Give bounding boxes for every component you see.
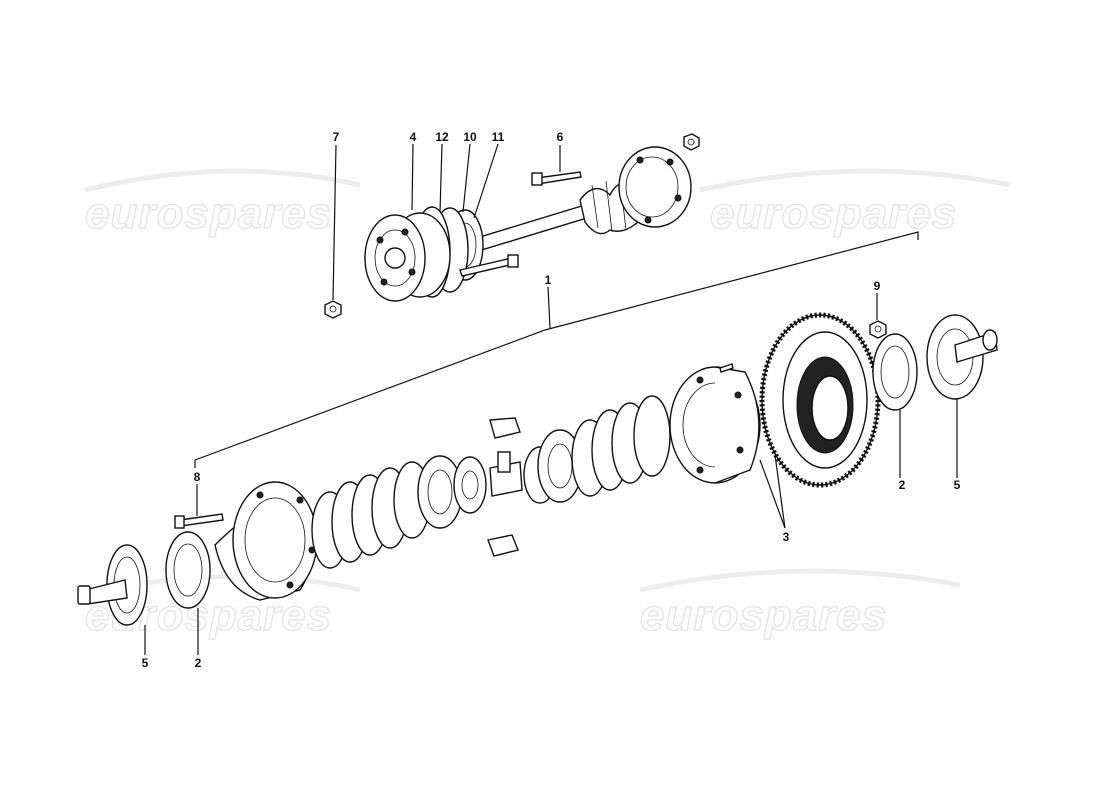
watermark-top-right: eurospares [699,168,1011,239]
assembly-bracket [194,231,919,468]
callout-9: 9 [874,279,881,293]
callout-12: 12 [435,130,449,144]
watermark-bottom-right: eurospares [639,568,961,641]
drive-shaft-assembly [324,133,700,319]
watermark-text: eurospares [710,189,957,238]
leader-lines [144,143,958,655]
callout-3: 3 [783,530,790,544]
callout-8: 8 [194,470,201,484]
callout-2-right: 2 [899,478,906,492]
differential-assembly [77,312,998,626]
callout-11: 11 [492,130,505,144]
callout-7: 7 [333,130,340,144]
watermark-text: eurospares [640,591,887,640]
watermark-top-left: eurospares [84,168,361,239]
callout-labels: 7 4 12 10 11 6 1 9 8 3 2 5 5 2 [142,130,961,670]
callout-4: 4 [410,130,417,144]
callout-6: 6 [557,130,564,144]
callout-1: 1 [545,273,552,287]
callout-2-left: 2 [195,656,202,670]
watermark-text: eurospares [85,189,332,238]
callout-10: 10 [463,130,477,144]
callout-5-right: 5 [954,478,961,492]
callout-5-left: 5 [142,656,149,670]
